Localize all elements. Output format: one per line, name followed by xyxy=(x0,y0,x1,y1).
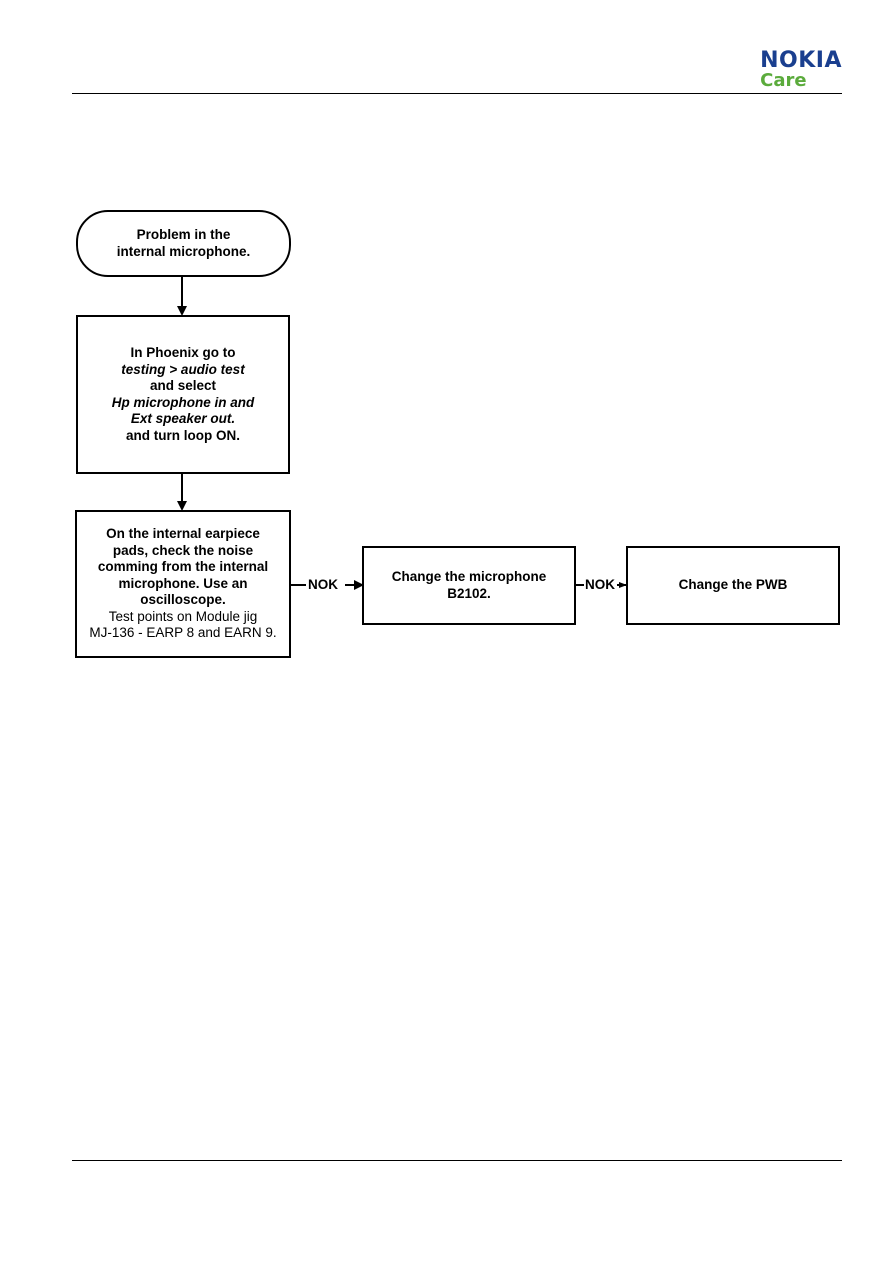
phoenix-line-2: testing > audio test xyxy=(121,361,245,377)
phoenix-line-3: and select xyxy=(149,378,217,393)
check-line-4: microphone. Use an xyxy=(118,575,248,591)
check-line-3: comming from the internal xyxy=(97,559,269,575)
check-line-6: Test points on Module jig xyxy=(108,608,258,624)
phoenix-line-5: Ext speaker out. xyxy=(130,411,236,426)
change-pwb-line-1: Change the PWB xyxy=(678,577,788,593)
check-line-1: On the internal earpiece xyxy=(106,526,260,542)
nokia-care-logo: NOKIA Care xyxy=(760,50,842,90)
phoenix-line-6: and turn loop ON. xyxy=(126,427,240,443)
check-line-2: pads, check the noise xyxy=(112,542,254,558)
footer-rule xyxy=(72,1160,842,1161)
edge-label-nok-1: NOK xyxy=(308,577,338,592)
change-mic-line-1: Change the microphone xyxy=(391,569,547,584)
change-mic-line-2: B2102. xyxy=(447,585,491,601)
start-node: Problem in the internal microphone. xyxy=(76,210,291,277)
phoenix-line-1: In Phoenix go to xyxy=(130,345,236,360)
header-rule xyxy=(72,93,842,94)
check-line-5: oscilloscope. xyxy=(140,592,226,608)
check-line-7: MJ-136 - EARP 8 and EARN 9. xyxy=(89,625,277,641)
phoenix-step-node: In Phoenix go to testing > audio test an… xyxy=(76,315,290,474)
start-line-2: internal microphone. xyxy=(116,243,251,259)
check-noise-node: On the internal earpiece pads, check the… xyxy=(75,510,291,658)
change-pwb-node: Change the PWB xyxy=(626,546,840,625)
change-microphone-node: Change the microphone B2102. xyxy=(362,546,576,625)
logo-subbrand-text: Care xyxy=(760,70,807,91)
start-line-1: Problem in the xyxy=(136,227,231,242)
logo-brand-text: NOKIA xyxy=(760,48,842,73)
edge-label-nok-2: NOK xyxy=(585,577,615,592)
phoenix-line-4: Hp microphone in and xyxy=(111,394,255,410)
